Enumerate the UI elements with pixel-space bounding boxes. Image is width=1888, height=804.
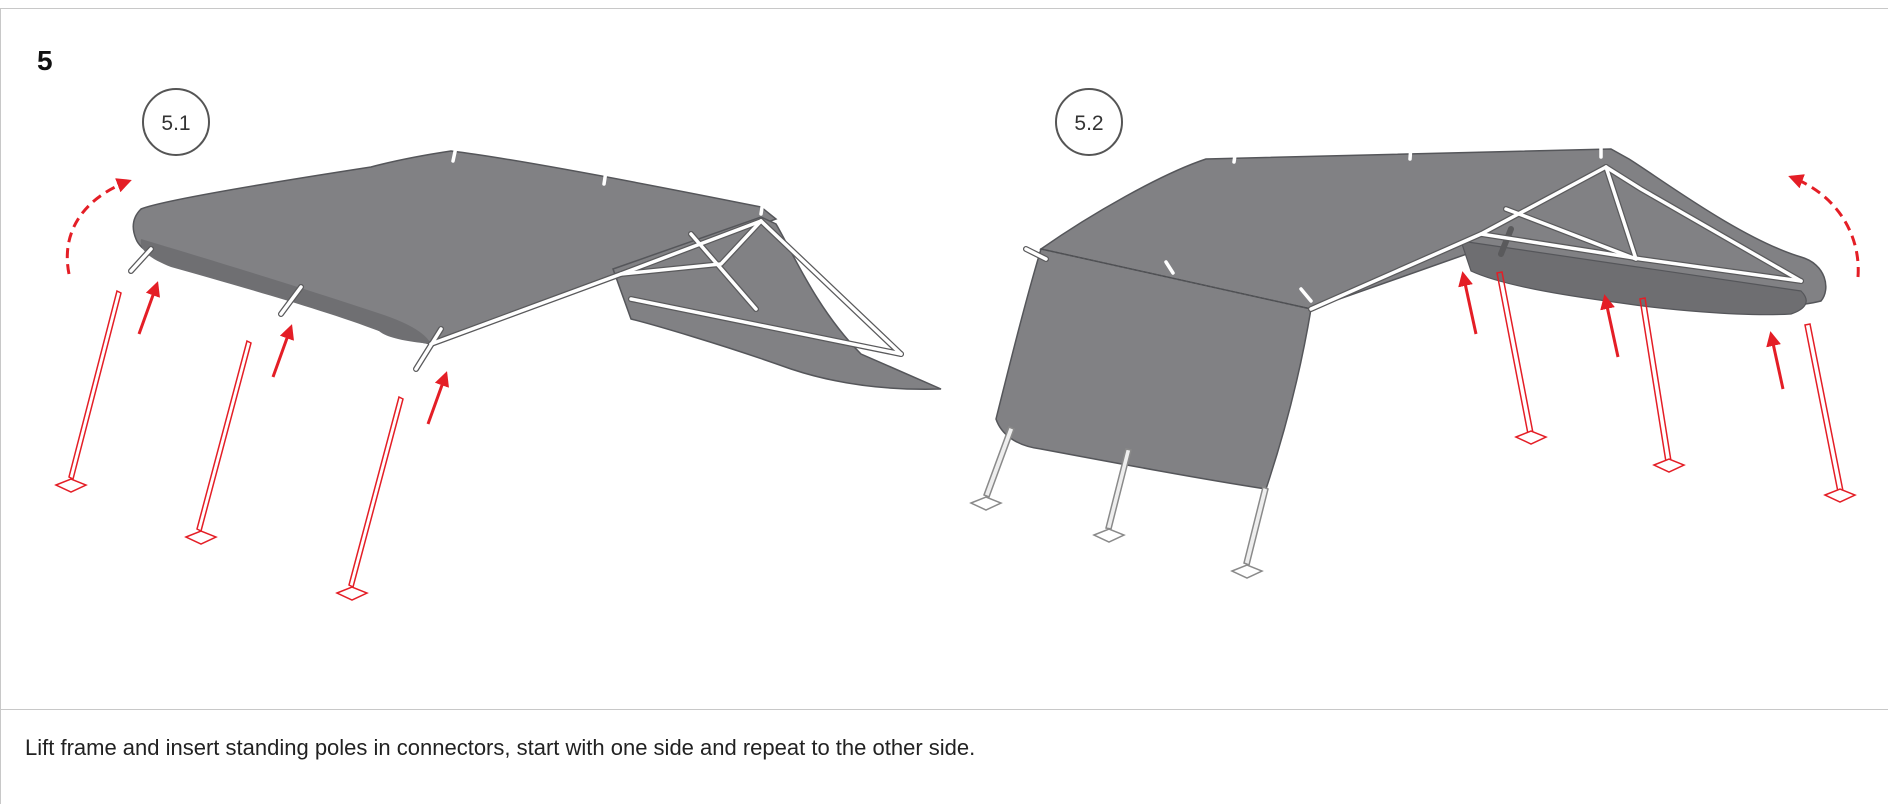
up-arrow-icon	[139, 284, 157, 334]
substep-label: 5.2	[1074, 112, 1103, 135]
up-arrow-icon	[428, 374, 446, 424]
panel-5-2: 5.2	[971, 89, 1858, 578]
pole-base-icon	[56, 479, 367, 600]
up-arrow-icon	[1463, 274, 1476, 334]
up-arrow-icon	[1771, 334, 1783, 389]
curved-arrow-icon	[67, 181, 129, 274]
caption-divider	[1, 709, 1888, 710]
step-illustration: 5.1	[1, 9, 1888, 709]
substep-badge-5-2: 5.2	[1056, 89, 1122, 155]
step-caption: Lift frame and insert standing poles in …	[25, 735, 975, 761]
substep-badge-5-1: 5.1	[143, 89, 209, 155]
up-arrow-icon	[273, 327, 291, 377]
standing-pole-icon	[69, 291, 403, 587]
up-arrow-icon	[1605, 297, 1618, 357]
instruction-sheet: 5 5.1	[0, 8, 1888, 804]
substep-label: 5.1	[161, 112, 190, 135]
pole-base-icon	[1516, 431, 1855, 502]
panel-5-1: 5.1	[56, 89, 941, 600]
